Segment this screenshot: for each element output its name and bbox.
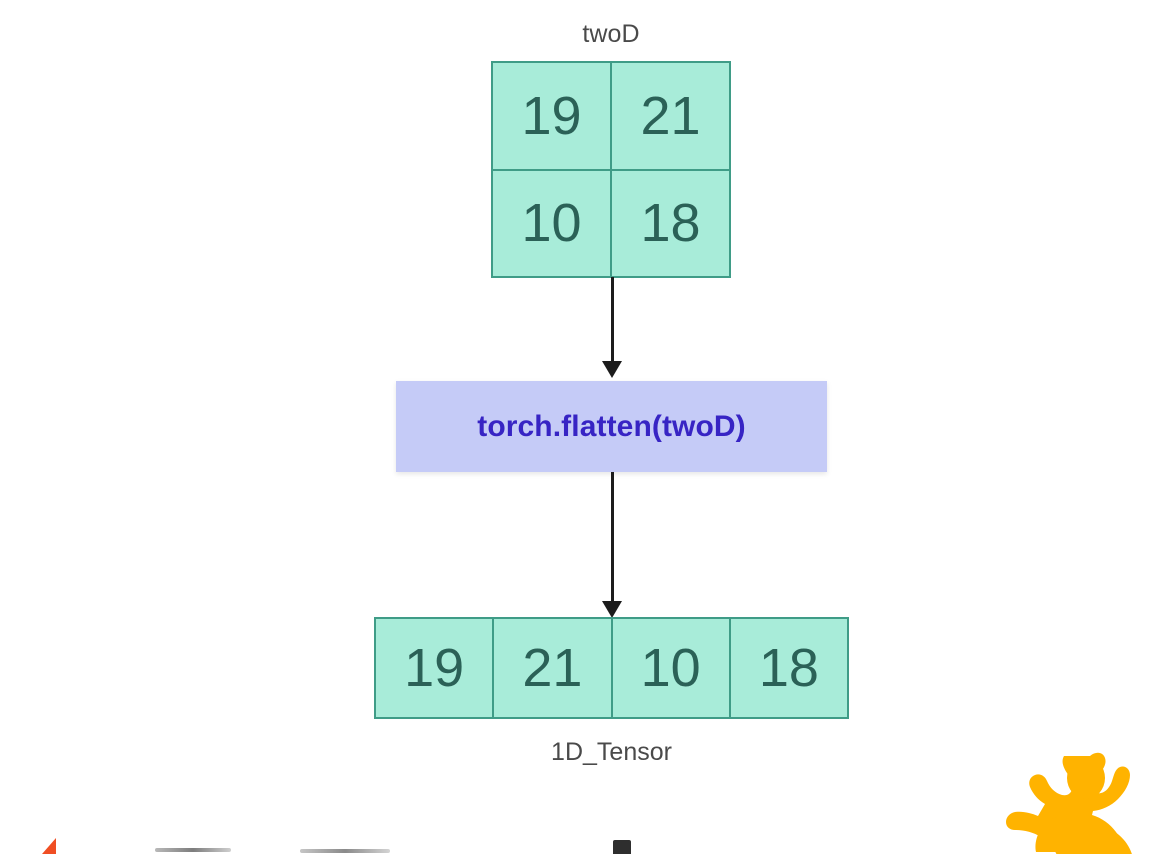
triangle-marker-icon [42,838,56,854]
arrow-head [602,601,622,618]
operation-label: torch.flatten(twoD) [477,409,746,443]
person-silhouette-icon [1006,752,1132,854]
arrow-shaft [611,472,614,605]
matrix-cell-0-1: 21 [610,61,731,171]
input-tensor-label: twoD [582,20,640,48]
line-marker-icon [300,849,390,853]
matrix-cell-1-1: 18 [610,168,731,278]
arrow-shaft [611,277,614,365]
tensor-cell-1: 21 [492,617,613,719]
arrow-head [602,361,622,378]
line-marker-icon [155,848,231,852]
tensor-cell-3: 18 [728,617,849,719]
matrix-cell-0-0: 19 [491,61,612,171]
output-tensor-row: 19 21 10 18 [374,617,849,719]
tensor-cell-0: 19 [374,617,495,719]
dark-box-icon [613,840,631,854]
input-tensor-grid: 19 21 10 18 [491,61,731,278]
tensor-cell-2: 10 [610,617,731,719]
output-tensor-label: 1D_Tensor [551,738,672,766]
operation-box: torch.flatten(twoD) [396,381,827,472]
matrix-cell-1-0: 10 [491,168,612,278]
